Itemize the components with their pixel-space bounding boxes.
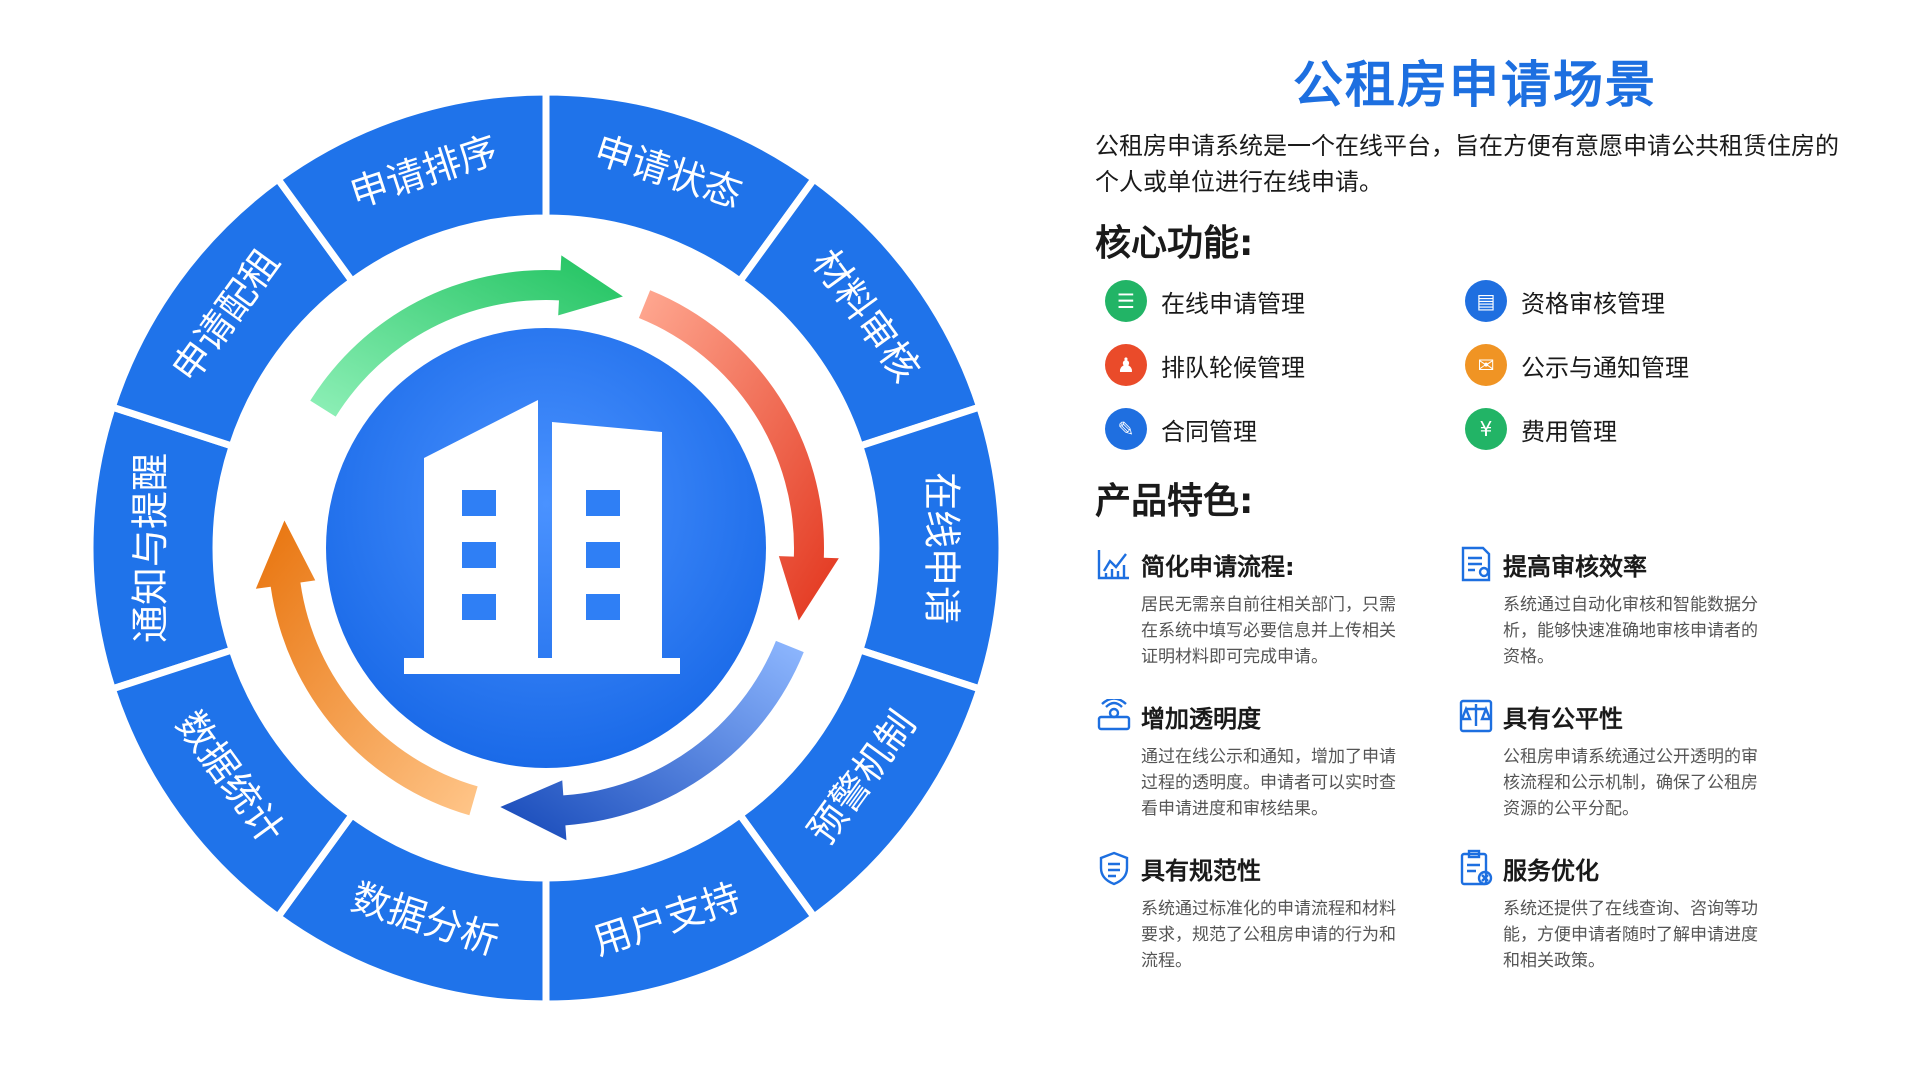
feature-item: 具有公平性公租房申请系统通过公开透明的审核流程和公示机制，确保了公租房资源的公平… [1457,696,1819,842]
feature-description: 公租房申请系统通过公开透明的审核流程和公示机制，确保了公租房资源的公平分配。 [1503,747,1758,819]
feature-description: 通过在线公示和通知，增加了申请过程的透明度。申请者可以实时查看申请进度和审核结果… [1141,747,1396,819]
wheel-segment-label: 通知与提醒 [129,453,173,643]
core-function-label: 合同管理 [1161,417,1257,446]
feature-description: 系统通过标准化的申请流程和材料要求，规范了公租房申请的行为和流程。 [1141,899,1396,971]
feature-header: 具有规范性 [1095,848,1457,888]
queue-icon: ♟ [1105,344,1147,386]
feature-title: 服务优化 [1503,856,1599,885]
feature-description: 系统还提供了在线查询、咨询等功能，方便申请者随时了解申请进度和相关政策。 [1503,899,1758,971]
feature-description: 居民无需亲自前往相关部门，只需在系统中填写必要信息并上传相关证明材料即可完成申请… [1141,595,1396,667]
blue-cycle-arrow [500,640,804,841]
features-list: 简化申请流程: 居民无需亲自前往相关部门，只需在系统中填写必要信息并上传相关证明材… [1095,544,1895,994]
red-cycle-arrow [638,290,839,621]
core-functions-list: ☰ 在线申请管理 ▤ 资格审核管理 ♟ 排队轮候管理 ✉ 公示与通知管理 ✎ 合同管理 ¥ 费用管理 [1095,276,1895,454]
core-function-label: 在线申请管理 [1161,289,1305,318]
core-functions-heading: 核心功能: [1095,223,1254,264]
feature-header: 提高审核效率 [1457,544,1819,584]
feature-title: 简化申请流程: [1141,552,1295,581]
building-icon [404,400,680,674]
feature-header: 增加透明度 [1095,696,1457,736]
chart-icon [1095,545,1133,583]
core-function-item: ✉ 公示与通知管理 [1455,340,1815,390]
core-function-label: 公示与通知管理 [1521,353,1689,382]
feature-title: 具有规范性 [1141,856,1261,885]
wheel-segment-label: 在线申请 [920,472,964,624]
feature-description: 系统通过自动化审核和智能数据分析，能够快速准确地审核申请者的资格。 [1503,595,1758,667]
feature-header: 简化申请流程: [1095,544,1457,584]
feature-title: 具有公平性 [1503,704,1623,733]
feature-title: 提高审核效率 [1503,552,1647,581]
feature-item: 提高审核效率系统通过自动化审核和智能数据分析，能够快速准确地审核申请者的资格。 [1457,544,1819,690]
center-disc [326,328,766,768]
feature-header: 具有公平性 [1457,696,1819,736]
contract-icon: ✎ [1105,408,1147,450]
shield-list-icon [1095,849,1133,887]
intro-text: 公租房申请系统是一个在线平台，旨在方便有意愿申请公共租赁住房的个人或单位进行在线… [1095,132,1839,196]
id-card-icon: ▤ [1465,280,1507,322]
core-function-item: ♟ 排队轮候管理 [1095,340,1455,390]
core-function-item: ☰ 在线申请管理 [1095,276,1455,326]
feature-item: 服务优化系统还提供了在线查询、咨询等功能，方便申请者随时了解申请进度和相关政策。 [1457,848,1819,994]
info-panel: 公租房申请场景 公租房申请系统是一个在线平台，旨在方便有意愿申请公共租赁住房的个… [1095,50,1895,994]
form-icon: ☰ [1105,280,1147,322]
page-title: 公租房申请场景 [1293,56,1657,114]
core-function-item: ¥ 费用管理 [1455,404,1815,454]
document-user-icon [1457,545,1495,583]
feature-item: 增加透明度通过在线公示和通知，增加了申请过程的透明度。申请者可以实时查看申请进度… [1095,696,1457,842]
core-function-item: ✎ 合同管理 [1095,404,1455,454]
feature-header: 服务优化 [1457,848,1819,888]
core-function-label: 资格审核管理 [1521,289,1665,318]
clipboard-tools-icon [1457,849,1495,887]
feature-title: 增加透明度 [1141,704,1261,733]
features-heading: 产品特色: [1095,481,1254,522]
orange-cycle-arrow [255,520,478,816]
wheel-segments [86,88,1006,1008]
notice-icon: ✉ [1465,344,1507,386]
wheel-segment [107,645,357,922]
feature-item: 具有规范性系统通过标准化的申请流程和材料要求，规范了公租房申请的行为和流程。 [1095,848,1457,994]
core-function-label: 排队轮候管理 [1161,353,1305,382]
scale-icon [1457,697,1495,735]
cycle-arrows [255,255,839,841]
core-function-item: ▤ 资格审核管理 [1455,276,1815,326]
fee-icon: ¥ [1465,408,1507,450]
broadcast-icon [1095,697,1133,735]
service-wheel-diagram: 通知与提醒申请配租申请排序申请状态材料审核在线申请预警机制用户支持数据分析数据统… [86,88,1006,1008]
core-function-label: 费用管理 [1521,417,1617,446]
green-cycle-arrow [310,255,623,417]
feature-item: 简化申请流程: 居民无需亲自前往相关部门，只需在系统中填写必要信息并上传相关证明材… [1095,544,1457,690]
